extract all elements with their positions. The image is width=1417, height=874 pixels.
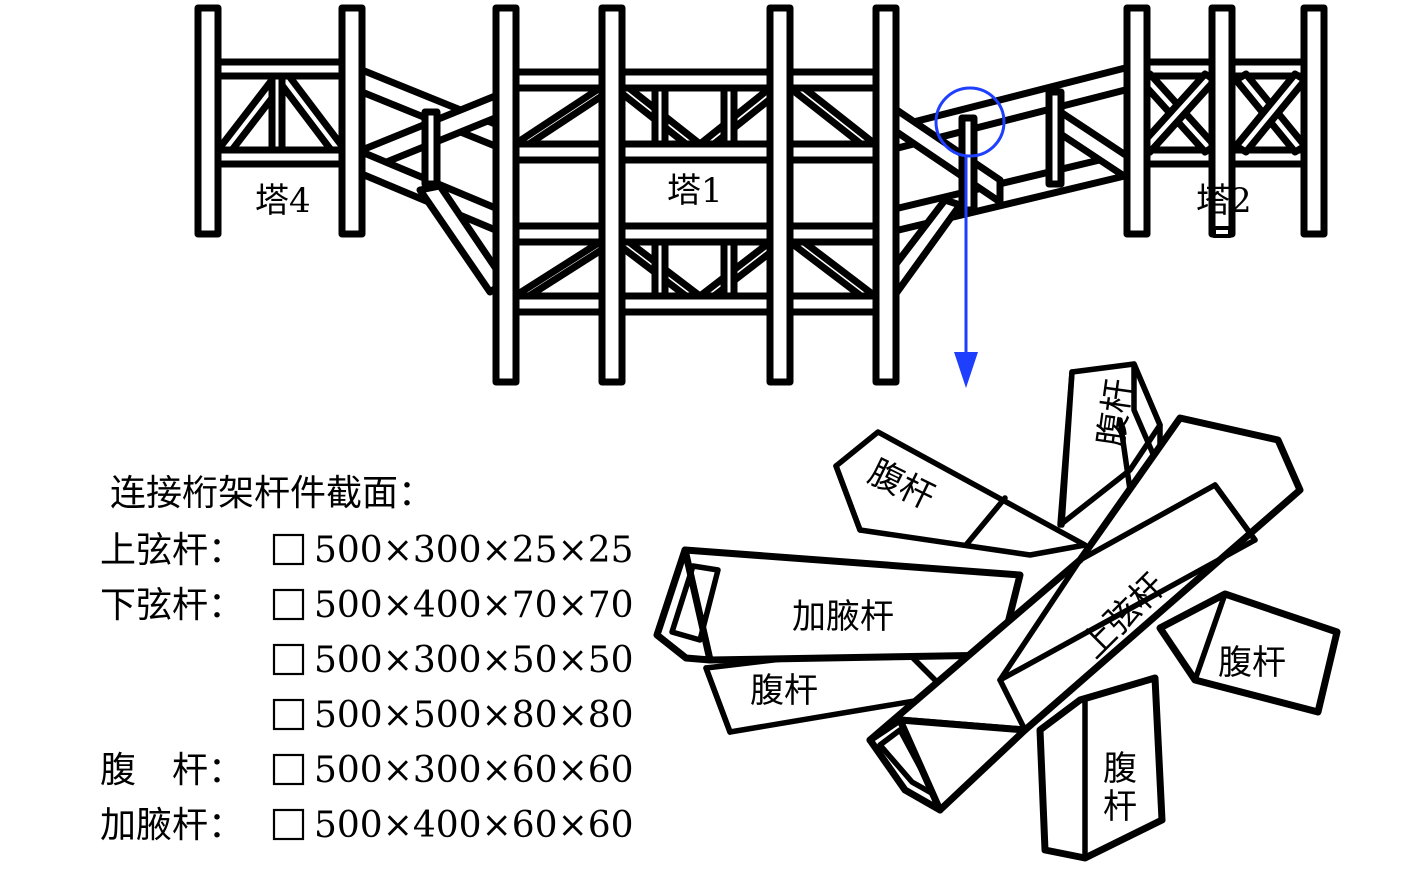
- connector-right: [876, 62, 1137, 299]
- legend-row-label: 上弦杆：: [100, 530, 244, 571]
- legend-row: 上弦杆： 500×300×25×25: [100, 530, 634, 571]
- legend-row: 加腋杆： 500×400×60×60: [100, 805, 634, 846]
- legend-row-value: 500×400×70×70: [314, 585, 634, 626]
- box-section-icon: [272, 698, 305, 731]
- legend-row-label: 下弦杆：: [100, 585, 244, 626]
- connector-left: [353, 64, 509, 296]
- tower-1-label: 塔1: [667, 171, 723, 211]
- member-web-top: [1057, 361, 1163, 528]
- member-web-left: [833, 429, 1088, 558]
- legend-row-value: 500×300×25×25: [314, 530, 634, 571]
- joint-detail-3d: 腹杆 腹杆 加腋杆 上弦杆 腹杆 腹杆 腹 杆: [653, 361, 1341, 862]
- highlight-circle: [934, 86, 1006, 158]
- box-section-icon: [272, 588, 305, 621]
- member-web-right: [1156, 590, 1341, 716]
- legend-row: 500×300×50×50: [272, 640, 634, 681]
- member-web-bottom: [1036, 674, 1166, 862]
- box-section-icon: [272, 753, 305, 786]
- svg-text:杆: 杆: [1103, 787, 1137, 827]
- svg-text:腹: 腹: [1103, 749, 1137, 789]
- tower-1-frame: [492, 4, 900, 386]
- label-web-lower-left: 腹杆: [750, 671, 818, 711]
- legend-row-value: 500×400×60×60: [314, 805, 634, 846]
- legend-row: 腹 杆： 500×300×60×60: [100, 750, 634, 791]
- legend-row-value: 500×300×50×50: [314, 640, 634, 681]
- tower-2-label: 塔2: [1196, 181, 1252, 221]
- box-section-icon: [272, 533, 305, 566]
- tower-4-label: 塔4: [255, 181, 311, 221]
- box-section-icon: [272, 643, 305, 676]
- section-legend: 连接桁架杆件截面： 上弦杆： 500×300×25×25 下弦杆： 500×400×7…: [100, 473, 634, 846]
- label-web-bottom: 腹 杆: [1103, 749, 1137, 827]
- legend-row-value: 500×500×80×80: [314, 695, 634, 736]
- box-section-icon: [272, 808, 305, 841]
- tower-4-frame: [194, 4, 366, 238]
- legend-row-value: 500×300×60×60: [314, 750, 634, 791]
- legend-row-label: 加腋杆：: [100, 805, 244, 846]
- legend-row: 500×500×80×80: [272, 695, 634, 736]
- legend-title: 连接桁架杆件截面：: [110, 473, 434, 514]
- callout-arrowhead: [954, 352, 978, 388]
- truss-plan-view: 塔4 塔1 塔2: [194, 4, 1328, 386]
- label-web-top: 腹杆: [1091, 376, 1140, 449]
- label-haunch: 加腋杆: [792, 597, 894, 637]
- label-web-right: 腹杆: [1218, 643, 1286, 683]
- member-upper-chord: [866, 414, 1304, 814]
- tower-2-frame: [1123, 4, 1328, 238]
- detail-callout: [934, 86, 1006, 388]
- legend-row-label: 腹 杆：: [100, 750, 244, 791]
- legend-row: 下弦杆： 500×400×70×70: [100, 585, 634, 626]
